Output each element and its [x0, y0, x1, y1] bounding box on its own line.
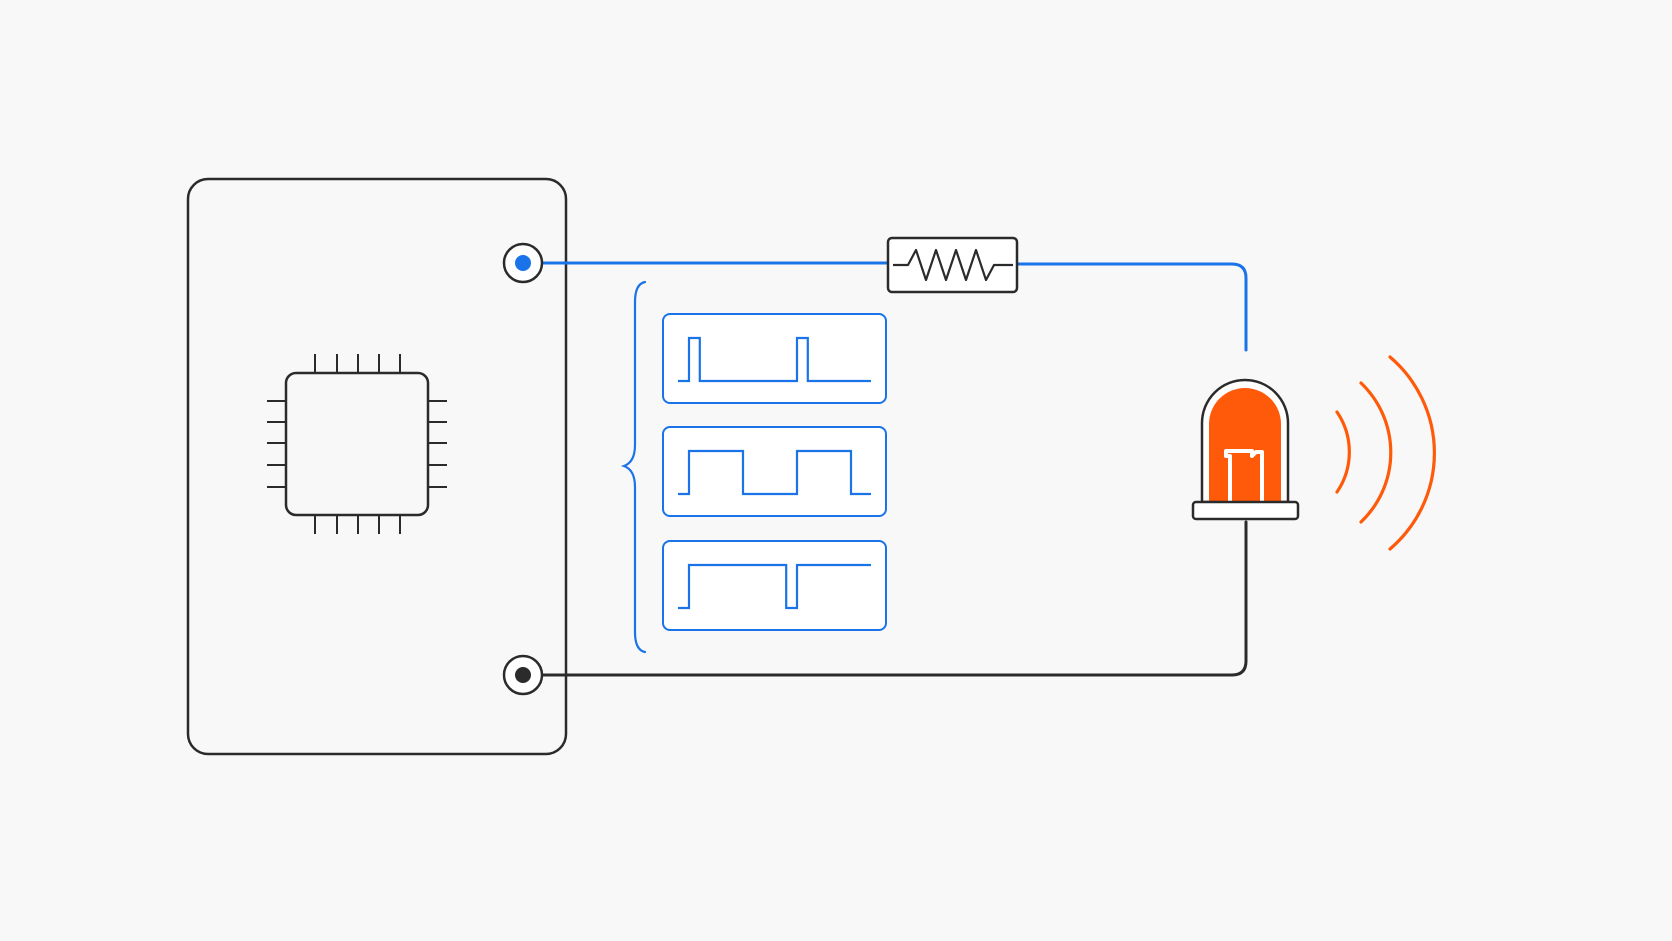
- ground-wire: [521, 520, 1248, 677]
- waveform-brace: [620, 280, 647, 654]
- pwm-waveform-low-duty: [678, 336, 871, 383]
- pwm-waveform-high-duty: [678, 563, 871, 610]
- chip-icon: [267, 354, 447, 534]
- light-waves-icon: [1335, 355, 1436, 551]
- waveform-panel: [662, 426, 887, 517]
- pwm-waveform-half-duty: [678, 449, 871, 496]
- ground-pin-terminal: [502, 654, 544, 696]
- pwm-waveforms: [662, 313, 887, 631]
- waveform-panel: [662, 540, 887, 631]
- led-icon: [1191, 378, 1300, 521]
- resistor-icon: [886, 236, 1019, 294]
- waveform-panel: [662, 313, 887, 404]
- output-pin-terminal: [502, 242, 544, 284]
- microcontroller-board: [186, 177, 568, 756]
- signal-wire: [521, 261, 1248, 352]
